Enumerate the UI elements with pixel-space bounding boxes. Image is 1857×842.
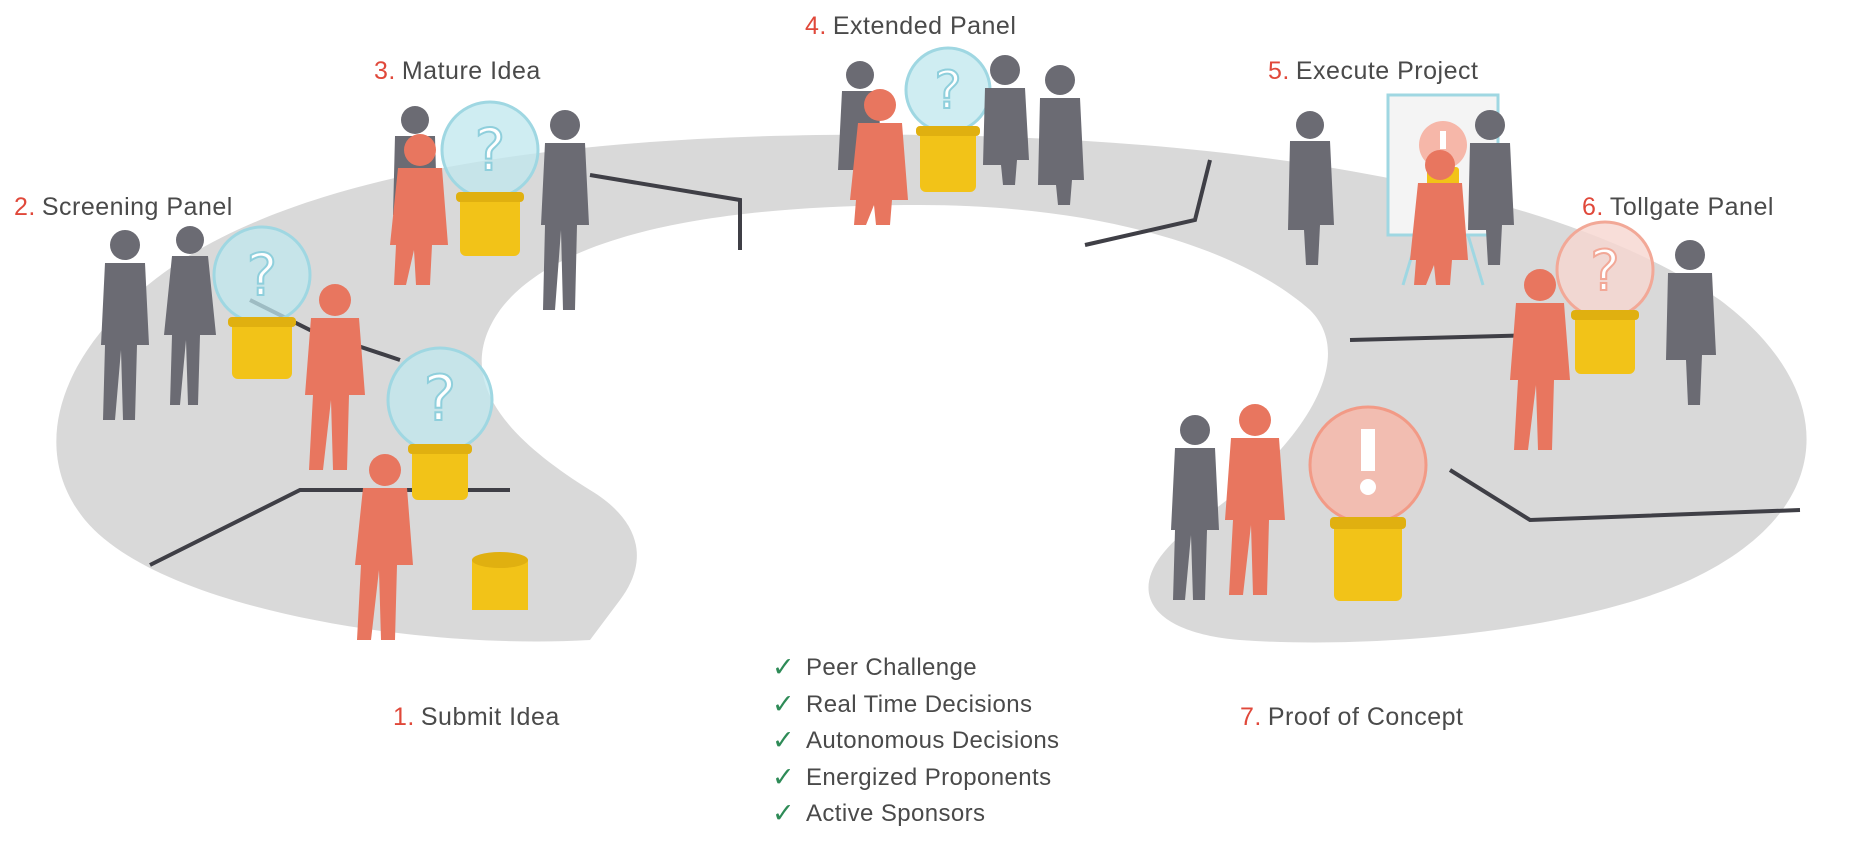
stage-3-scene: ? xyxy=(390,100,589,310)
check-icon: ✓ xyxy=(772,761,796,793)
benefit-label: Autonomous Decisions xyxy=(806,727,1060,754)
benefit-label: Active Sponsors xyxy=(806,800,986,827)
divider-4-5 xyxy=(1084,159,1212,247)
question-bulb-icon: ? xyxy=(1555,220,1655,374)
orange-person-figure xyxy=(355,454,413,640)
divider-3-4 xyxy=(589,173,742,250)
gray-person-figure xyxy=(1666,240,1716,405)
benefit-item: ✓ Energized Proponents xyxy=(772,760,1059,797)
orange-person-figure xyxy=(850,89,908,225)
benefits-list: ✓ Peer Challenge ✓ Real Time Decisions ✓… xyxy=(772,650,1059,833)
svg-text:?: ? xyxy=(1590,239,1620,304)
svg-text:?: ? xyxy=(424,362,457,435)
orange-person-figure xyxy=(1510,269,1570,450)
stage-label-5: 5.Execute Project xyxy=(1268,57,1479,85)
stage-5-scene xyxy=(1288,93,1514,286)
stage-label-1: 1.Submit Idea xyxy=(393,703,560,731)
benefit-item: ✓ Peer Challenge xyxy=(772,650,1059,687)
stage-label-6: 6.Tollgate Panel xyxy=(1582,193,1774,221)
orange-person-figure xyxy=(305,284,365,470)
check-icon: ✓ xyxy=(772,798,796,829)
benefit-item: ✓ Real Time Decisions xyxy=(772,687,1059,724)
gray-person-figure xyxy=(541,110,589,310)
check-icon: ✓ xyxy=(772,725,796,756)
gray-person-figure xyxy=(1038,65,1084,205)
stage-4-scene: ? xyxy=(838,46,1084,225)
divider-6-7 xyxy=(1448,468,1801,523)
gray-person-figure xyxy=(101,230,149,420)
gray-person-figure xyxy=(164,226,216,405)
gray-person-figure xyxy=(983,55,1029,185)
svg-text:?: ? xyxy=(247,241,278,309)
svg-text:?: ? xyxy=(934,61,962,121)
stage-6-scene: ? xyxy=(1510,220,1716,450)
question-bulb-icon: ? xyxy=(904,46,992,192)
stage-1-scene: ? xyxy=(355,346,528,640)
gray-person-figure xyxy=(1171,415,1219,600)
benefit-label: Energized Proponents xyxy=(806,763,1052,791)
orange-person-figure xyxy=(390,134,448,285)
benefit-item: ✓ Autonomous Decisions xyxy=(772,723,1059,760)
question-bulb-icon: ? xyxy=(212,225,312,379)
stage-2-scene: ? xyxy=(101,225,365,470)
stage-label-3: 3.Mature Idea xyxy=(374,57,541,85)
benefit-label: Peer Challenge xyxy=(806,654,978,681)
exclamation-bulb-icon xyxy=(1308,405,1428,601)
check-icon: ✓ xyxy=(772,652,796,683)
benefit-label: Real Time Decisions xyxy=(806,690,1033,718)
stage-7-scene xyxy=(1171,404,1428,601)
gray-person-figure xyxy=(1288,111,1334,265)
benefit-item: ✓ Active Sponsors xyxy=(772,796,1059,833)
storage-cylinder xyxy=(472,552,528,610)
orange-person-figure xyxy=(1225,404,1285,595)
question-bulb-icon: ? xyxy=(386,346,494,500)
stage-label-2: 2.Screening Panel xyxy=(14,193,233,221)
stage-label-4: 4.Extended Panel xyxy=(805,12,1017,40)
orange-person-figure xyxy=(1410,150,1468,285)
stage-label-7: 7.Proof of Concept xyxy=(1240,703,1464,731)
gray-person-figure xyxy=(1468,110,1514,265)
question-bulb-icon: ? xyxy=(440,100,540,256)
divider-5-6 xyxy=(1349,333,1541,342)
svg-text:?: ? xyxy=(475,116,506,184)
check-icon: ✓ xyxy=(772,688,796,720)
